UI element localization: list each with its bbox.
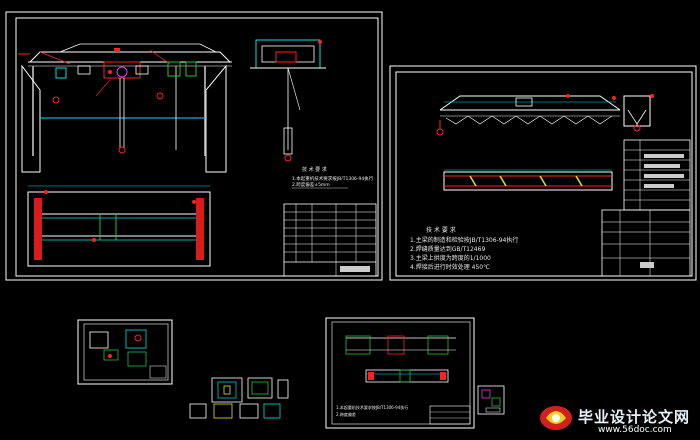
- sheet-1-note-2: 2.跨度偏差±5mm: [292, 183, 330, 188]
- sheet-2-girder-elevation: [436, 94, 654, 136]
- sheet-2-note-2: 2.焊缝质量达到GB/T12469: [410, 246, 486, 253]
- sheet-1-title-block: [283, 203, 377, 277]
- sheet-1-plan-view: [27, 185, 211, 267]
- sheet-4-end-carriage[interactable]: [325, 317, 475, 429]
- sheet-2-girder-plan: [443, 169, 613, 191]
- watermark-logo: [540, 406, 572, 430]
- sheet-1-crane-assembly[interactable]: [5, 11, 383, 281]
- sheet-1-front-elevation: [18, 43, 232, 173]
- sheet-2-main-girder[interactable]: [389, 65, 697, 281]
- sheet-4-note-1: 1.本起重机技术要求按JB/T1306-94执行: [336, 405, 409, 410]
- sheet-3-component-drawing[interactable]: [77, 319, 173, 385]
- sheet-2-notes-title: 技 术 要 求: [426, 227, 456, 234]
- sheet-4-note-2: 2.跨度偏差: [336, 412, 356, 417]
- sheet-2-right-table: [623, 139, 691, 211]
- watermark-url: www.56doc.com: [598, 425, 672, 435]
- sheet-2-note-3: 3.主梁上拱度为跨度的1/1000: [410, 255, 491, 262]
- watermark-title: 毕业设计论文网: [578, 408, 691, 426]
- loose-parts-group[interactable]: [189, 377, 289, 419]
- sheet-2-note-4: 4.焊接后进行时效处理 450℃: [410, 264, 490, 271]
- sheet-1-notes-title: 技 术 要 求: [302, 167, 327, 173]
- sheet-1-side-view: [250, 39, 326, 162]
- sheet-5-small-part[interactable]: [477, 385, 505, 415]
- sheet-2-title-block: [601, 209, 691, 277]
- sheet-2-note-1: 1.主梁的制造和检验按JB/T1306-94执行: [410, 237, 519, 244]
- sheet-1-note-1: 1.本起重机技术要求按JB/T1306-94执行: [292, 177, 374, 182]
